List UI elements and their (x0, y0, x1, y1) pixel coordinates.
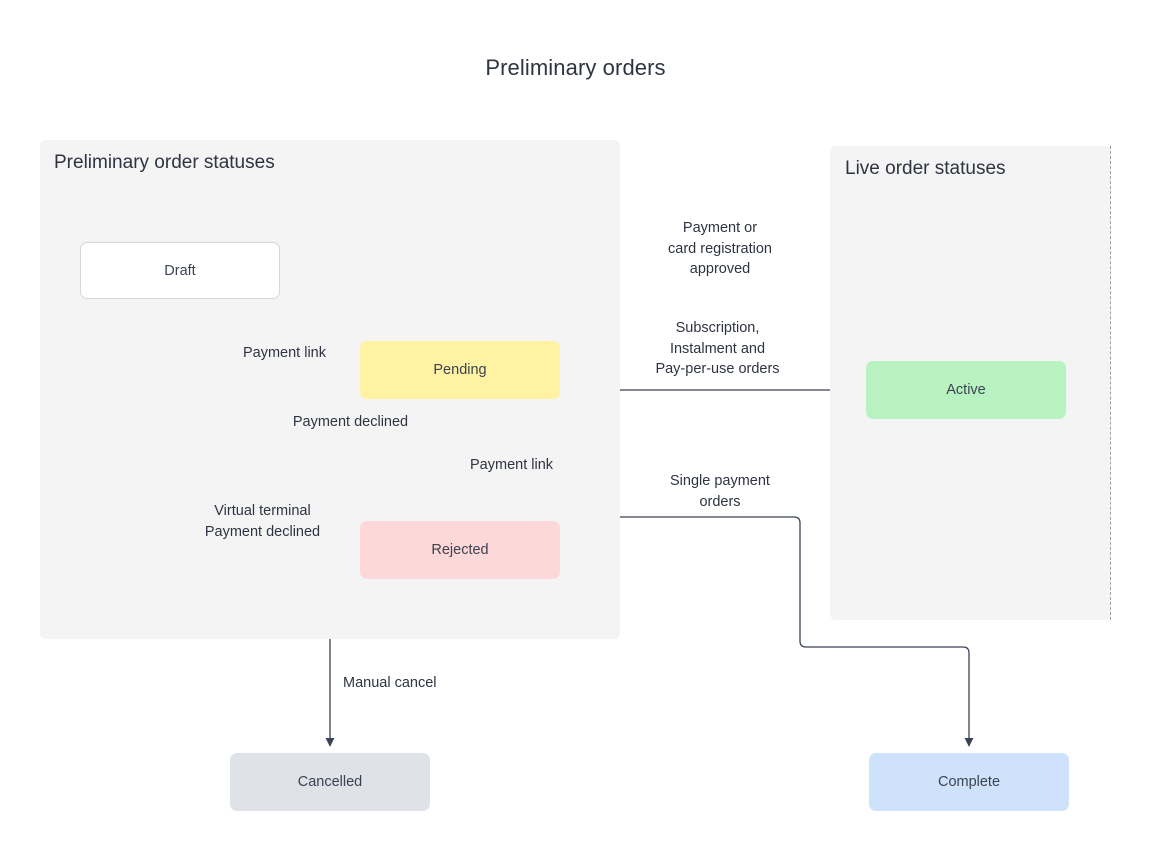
edge-label-draft-to-rejected: Virtual terminal Payment declined (204, 503, 321, 540)
node-draft[interactable]: Draft (80, 242, 280, 299)
page-title: Preliminary orders (485, 55, 666, 80)
node-pending-label: Pending (433, 362, 487, 378)
node-active[interactable]: Active (866, 361, 1066, 419)
node-rejected[interactable]: Rejected (360, 521, 560, 579)
edge-label-pending-self: Payment declined (292, 414, 409, 430)
group-title-preliminary: Preliminary order statuses (54, 152, 275, 173)
node-rejected-label: Rejected (431, 542, 489, 558)
node-cancelled[interactable]: Cancelled (230, 753, 430, 811)
node-complete-label: Complete (937, 774, 1001, 790)
edge-label-rejected-to-pending: Payment link (470, 457, 554, 473)
edge-label-manual-cancel: Manual cancel (343, 675, 437, 691)
connector-pending-to-complete (620, 516, 974, 747)
node-draft-label: Draft (164, 262, 196, 279)
node-cancelled-label: Cancelled (297, 774, 363, 790)
edge-label-pending-approved: Payment or card registration approved (668, 220, 772, 277)
group-title-live: Live order statuses (845, 158, 1006, 179)
node-complete[interactable]: Complete (869, 753, 1069, 811)
edge-label-draft-to-pending: Payment link (242, 345, 326, 361)
node-active-label: Active (946, 382, 986, 398)
node-pending[interactable]: Pending (360, 341, 560, 399)
edge-label-pending-to-complete: Single payment orders (670, 473, 770, 510)
edge-label-pending-to-active: Subscription, Instalment and Pay-per-use… (655, 320, 780, 377)
